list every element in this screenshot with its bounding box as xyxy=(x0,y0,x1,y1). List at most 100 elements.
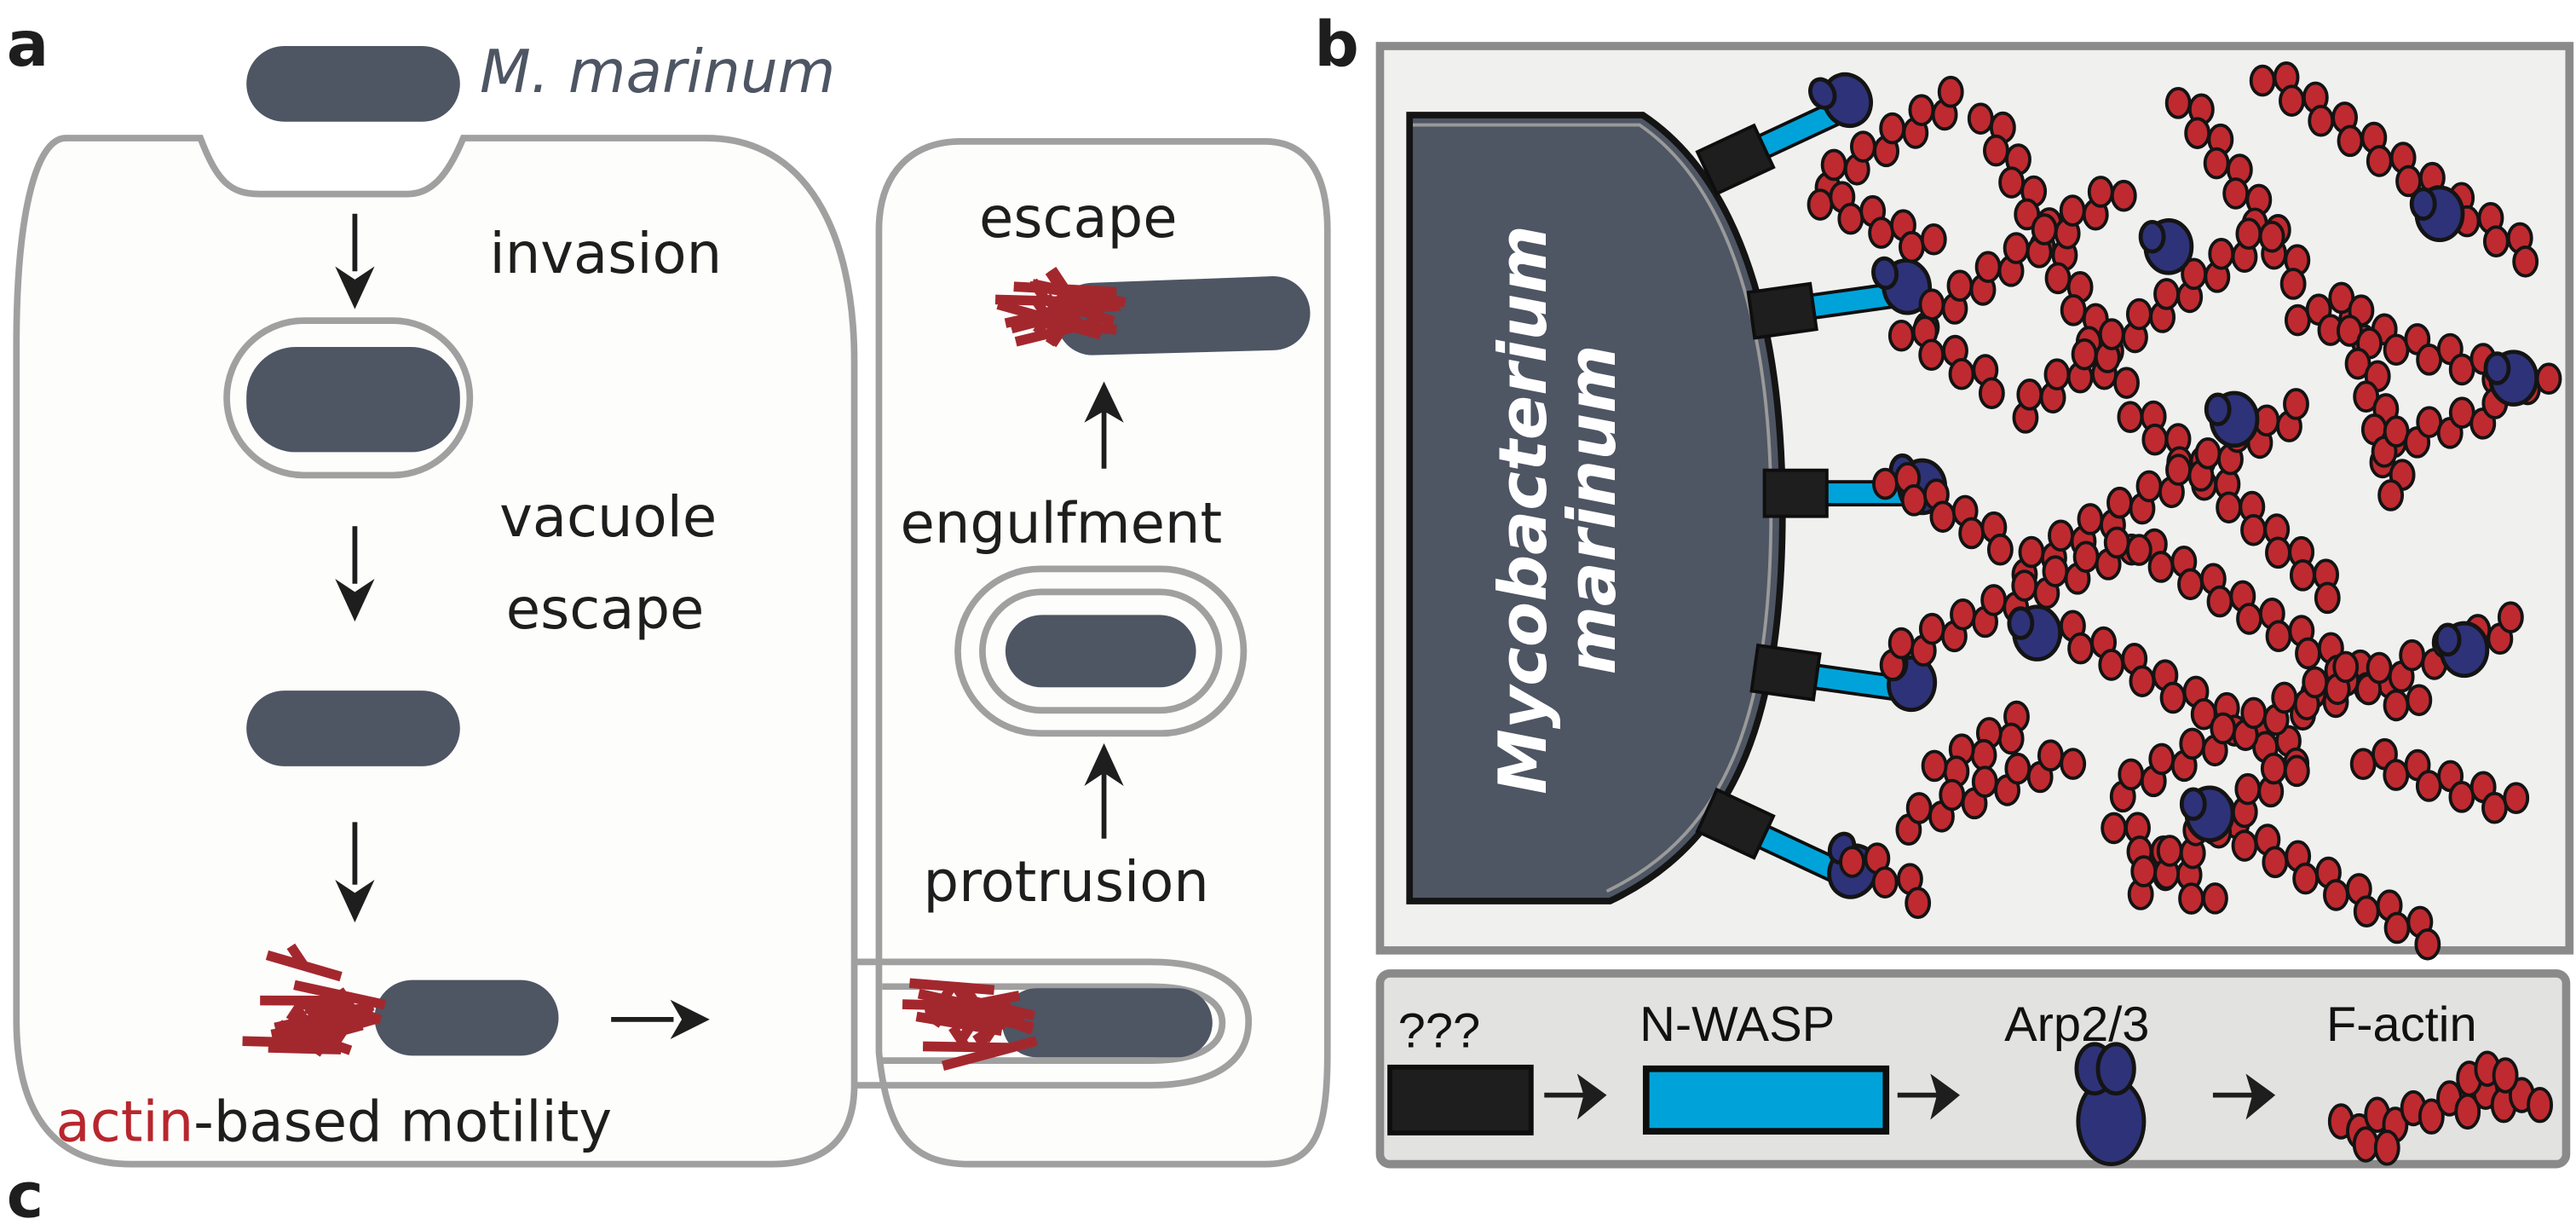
actin-monomer xyxy=(2336,315,2363,347)
actin-monomer xyxy=(2202,882,2228,915)
actin-monomer xyxy=(2044,262,2072,295)
bacterium-entering xyxy=(246,46,460,122)
actin-monomer xyxy=(2231,829,2258,862)
actin-monomer xyxy=(1905,792,1933,824)
nwasp-icon xyxy=(1642,1065,1890,1135)
arrow-head-icon xyxy=(335,578,375,622)
arrow-head-icon xyxy=(670,999,710,1040)
step-invasion: invasion xyxy=(490,222,723,286)
actin-filament xyxy=(268,1043,342,1055)
actin-branch xyxy=(286,943,308,969)
actin-monomer xyxy=(2415,770,2442,802)
actin-monomer xyxy=(2113,367,2140,399)
actin-monomer xyxy=(2271,681,2298,714)
actin-branch xyxy=(318,1004,340,1031)
arrow-head-icon xyxy=(1576,1073,1607,1120)
actin-filament xyxy=(293,979,387,1010)
unknown-factor-icon xyxy=(1762,468,1829,518)
actin-monomer xyxy=(2366,651,2393,685)
actin-monomer xyxy=(2234,772,2262,806)
actin-monomer xyxy=(1929,500,1956,533)
actin-monomer xyxy=(2265,620,2292,652)
unknown-factor-icon xyxy=(1749,643,1822,702)
actin-monomer xyxy=(2135,470,2163,503)
actin-monomer xyxy=(2098,318,2125,350)
arrow-head-icon xyxy=(1084,743,1124,786)
actin-monomer xyxy=(2352,1126,2379,1163)
actin-monomer xyxy=(1946,269,1974,303)
actin-monomer xyxy=(1998,166,2026,199)
actin-monomer xyxy=(1978,377,2005,410)
actin-monomer xyxy=(2279,84,2305,117)
actin-monomer xyxy=(2156,835,2183,867)
actin-monomer xyxy=(2448,781,2475,813)
arp23-subunit xyxy=(2179,787,2207,821)
actin-monomer xyxy=(2503,782,2530,814)
step-protrusion: protrusion xyxy=(923,850,1208,915)
actin-monomer xyxy=(2011,569,2038,602)
bacterium-escaped xyxy=(1056,276,1311,355)
actin-monomer xyxy=(2349,748,2377,781)
actin-monomer xyxy=(2098,649,2125,681)
legend-label-unknown: ??? xyxy=(1398,1004,1480,1059)
arrow-head-icon xyxy=(1930,1073,1961,1120)
arp23-subunit xyxy=(2434,622,2462,657)
actin-monomer xyxy=(1921,749,1948,783)
actin-monomer xyxy=(2077,503,2104,535)
actin-filament xyxy=(1013,281,1117,298)
actin-monomer xyxy=(2262,846,2289,879)
actin-monomer xyxy=(2110,179,2137,212)
actin-monomer xyxy=(2165,454,2192,486)
actin-monomer xyxy=(2383,759,2410,791)
actin-monomer xyxy=(2240,513,2267,546)
factin-icon xyxy=(2327,1050,2554,1166)
actin-monomer xyxy=(2314,581,2341,615)
actin-monomer xyxy=(1900,484,1928,517)
actin-monomer xyxy=(1980,584,2008,616)
actin-monomer xyxy=(2206,585,2233,618)
actin-monomer xyxy=(2141,423,2169,456)
actin-monomer xyxy=(2004,752,2031,785)
actin-monomer xyxy=(2295,637,2321,670)
actin-monomer xyxy=(2072,540,2100,574)
actin-monomer xyxy=(2184,117,2211,149)
actin-monomer xyxy=(1974,251,2002,283)
actin-monomer xyxy=(2373,1130,2400,1166)
arrow-head-icon xyxy=(335,879,375,923)
actin-monomer xyxy=(1879,112,1906,145)
actin-monomer xyxy=(2031,213,2058,246)
legend-label-arp23: Arp2/3 xyxy=(2004,997,2149,1052)
actin-monomer xyxy=(2071,338,2098,371)
actin-monomer xyxy=(2240,696,2268,730)
actin-monomer xyxy=(2103,526,2130,559)
actin-monomer xyxy=(2406,684,2433,717)
actin-monomer xyxy=(1887,319,1915,352)
actin-filament xyxy=(1045,319,1117,335)
actin-monomer xyxy=(1920,222,1947,256)
step-escape: escape xyxy=(979,186,1178,251)
actin-monomer xyxy=(2383,911,2411,945)
actin-filament xyxy=(902,999,994,1012)
actin-monomer xyxy=(1918,612,1945,645)
actin-comet-tail xyxy=(902,978,1038,1071)
arp23-subunit xyxy=(1808,77,1837,110)
actin-monomer xyxy=(2106,486,2133,519)
actin-monomer xyxy=(2289,559,2316,592)
actin-monomer xyxy=(1849,130,1876,163)
actin-monomer xyxy=(2222,177,2250,210)
arp23-subunit xyxy=(1871,256,1899,291)
legend-item-unknown: ??? xyxy=(1387,1004,1534,1135)
actin-monomer xyxy=(2043,358,2071,391)
actin-monomer xyxy=(2383,689,2410,722)
actin-monomer xyxy=(2003,232,2030,264)
actin-monomer xyxy=(2179,727,2206,760)
actin-monomer xyxy=(2060,748,2087,780)
actin-monomer xyxy=(2129,665,2156,697)
actin-monomer xyxy=(2203,147,2230,180)
actin-monomer xyxy=(2148,743,2175,776)
actin-monomer xyxy=(1807,188,1834,221)
bacterium-label: Mycobacterium marinum xyxy=(1485,225,1631,795)
actin-monomer xyxy=(2235,217,2262,251)
actin-monomer xyxy=(2418,1098,2445,1135)
actin-monomer xyxy=(2308,104,2335,137)
